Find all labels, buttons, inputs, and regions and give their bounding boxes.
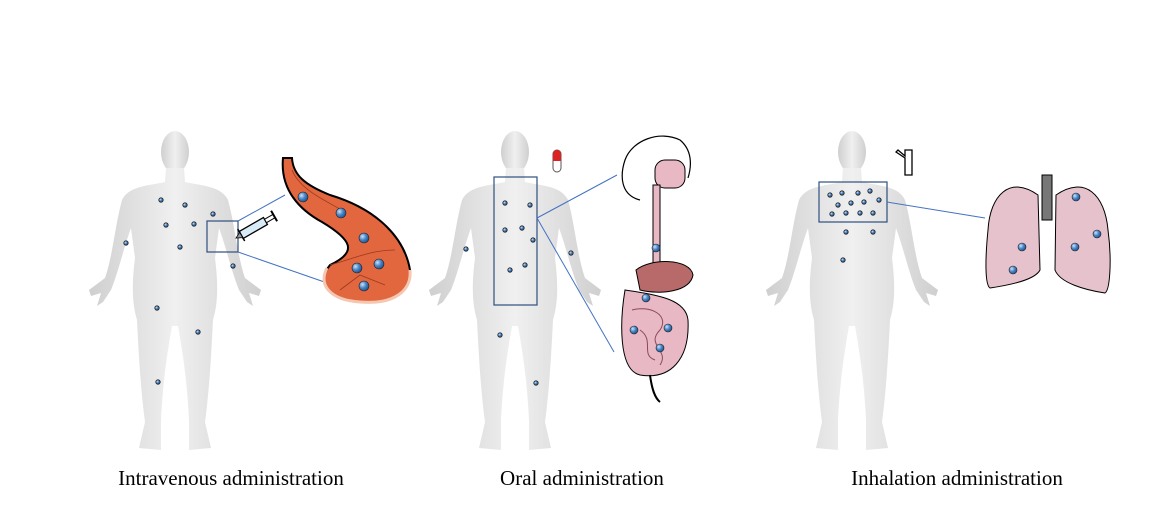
drug-particle (530, 237, 536, 243)
callout-line (536, 217, 615, 353)
callout-line (237, 194, 286, 222)
drug-particle (651, 243, 661, 253)
drug-particle (182, 202, 188, 208)
drug-particle (297, 191, 309, 203)
drug-particle (870, 229, 876, 235)
drug-particle (876, 197, 882, 203)
drug-particle (358, 280, 370, 292)
drug-particle (123, 240, 129, 246)
callout-line (536, 174, 618, 219)
drug-particle (829, 211, 835, 217)
drug-particle (373, 258, 385, 270)
drug-particle (163, 222, 169, 228)
label-inhalation: Inhalation administration (851, 466, 1063, 490)
drug-particles (463, 200, 574, 386)
drug-particle (533, 380, 539, 386)
drug-particle (210, 211, 216, 217)
drug-particle (848, 200, 854, 206)
human-body-figure (766, 131, 938, 450)
callout-line (886, 201, 986, 219)
label-intravenous: Intravenous administration (118, 466, 344, 490)
drug-particle (1071, 192, 1081, 202)
drug-particle (502, 227, 508, 233)
drug-particle (502, 200, 508, 206)
human-body-figure (429, 131, 601, 450)
drug-particle (840, 257, 846, 263)
drug-particle (158, 197, 164, 203)
drug-particle (507, 267, 513, 273)
drug-particle (641, 293, 651, 303)
drug-particle (629, 325, 639, 335)
drug-particle (861, 199, 867, 205)
drug-particle (568, 250, 574, 256)
drug-particle (663, 323, 673, 333)
panel-intravenous (89, 131, 412, 450)
inhaler-icon (894, 149, 913, 176)
blood-vessel-illustration (281, 157, 412, 304)
drug-particle (1008, 265, 1018, 275)
drug-particle (177, 244, 183, 250)
callout-line (237, 251, 334, 286)
drug-particle (857, 210, 863, 216)
digestive-tract-illustration (621, 135, 694, 403)
drug-particle (870, 210, 876, 216)
drug-particle (827, 192, 833, 198)
drug-particle (867, 188, 873, 194)
panel-inhalation (766, 131, 1111, 450)
drug-particle (843, 210, 849, 216)
drug-particle (191, 221, 197, 227)
drug-particle (335, 207, 347, 219)
drug-particle (519, 225, 525, 231)
drug-particle (1017, 242, 1027, 252)
drug-particle (195, 329, 201, 335)
drug-particle (855, 190, 861, 196)
label-oral: Oral administration (500, 466, 664, 490)
lungs-illustration (985, 174, 1111, 294)
syringe-icon (235, 210, 278, 242)
drug-particle (154, 305, 160, 311)
zoom-box (493, 176, 538, 306)
drug-particle (1070, 242, 1080, 252)
drug-particle (527, 202, 533, 208)
panel-oral (429, 131, 694, 450)
drug-particle (497, 332, 503, 338)
drug-particle (351, 262, 363, 274)
drug-particles (123, 197, 236, 385)
drug-particle (835, 202, 841, 208)
drug-particle (230, 263, 236, 269)
human-body-figure (89, 131, 261, 450)
drug-particle (1092, 229, 1102, 239)
drug-particle (843, 229, 849, 235)
drug-particle (155, 379, 161, 385)
drug-particle (655, 343, 665, 353)
drug-particle (839, 190, 845, 196)
drug-particle (522, 262, 528, 268)
drug-particles (827, 188, 882, 263)
drug-particle (463, 246, 469, 252)
pill-icon (552, 149, 562, 173)
drug-particle (358, 232, 370, 244)
